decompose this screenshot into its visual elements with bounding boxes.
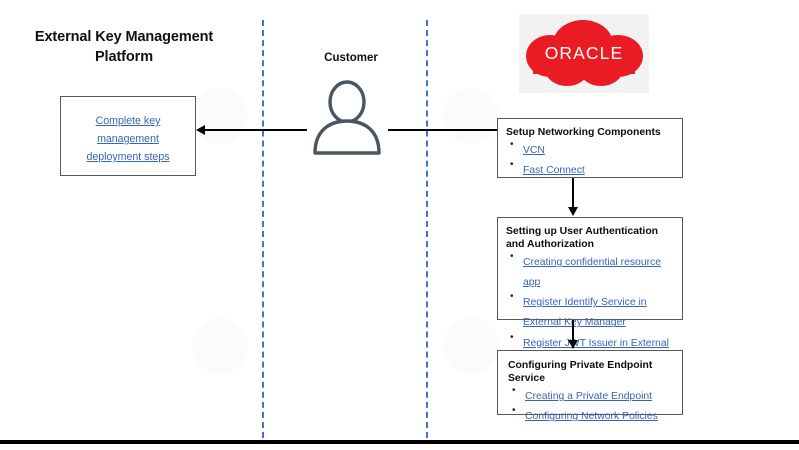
list-item: Register Identify Service in External Ke… [506, 291, 678, 331]
setup-networking-components-links: VCN Fast Connect [506, 139, 676, 179]
swimlane-divider-right [426, 20, 428, 438]
oracle-cloud-logo: ORACLE [519, 14, 649, 93]
watermark-circle [443, 88, 499, 144]
connector-actor-to-platform-box [205, 128, 307, 131]
customer-lane-title: Customer [324, 52, 378, 64]
configuring-private-endpoint-service-links: Creating a Private Endpoint Configuring … [508, 385, 678, 425]
setting-up-user-authentication-title: Setting up User Authentication and Autho… [506, 226, 659, 250]
watermark-circle [192, 88, 248, 144]
watermark-circle [443, 318, 499, 374]
link-configuring-network-policies[interactable]: Configuring Network Policies [525, 411, 658, 423]
oracle-wordmark: ORACLE [545, 43, 624, 63]
connector-box1-to-box2 [572, 178, 574, 208]
complete-key-management-box[interactable]: Complete key management deployment steps [60, 96, 196, 176]
list-item: Creating confidential resource app [506, 251, 678, 291]
link-vcn[interactable]: VCN [523, 145, 545, 156]
arrow-head-to-platform-box [196, 124, 205, 135]
setup-networking-components-box[interactable]: Setup Networking Components VCN Fast Con… [497, 118, 683, 178]
link-fast-connect[interactable]: Fast Connect [523, 165, 585, 177]
link-register-identify-service[interactable]: Register Identify Service in External Ke… [523, 297, 647, 329]
watermark-circle [192, 318, 248, 374]
link-creating-confidential-resource-app[interactable]: Creating confidential resource app [523, 257, 662, 289]
complete-key-management-links: Complete key management deployment steps [61, 97, 195, 165]
person-icon [304, 78, 390, 160]
arrow-head-to-box2 [568, 207, 578, 216]
platform-lane-title: External Key Management Platform [34, 29, 214, 65]
configuring-private-endpoint-service-title: Configuring Private Endpoint Service [508, 360, 653, 384]
connector-box2-to-box3 [572, 320, 574, 341]
bottom-divider [0, 440, 799, 444]
setting-up-user-authentication-box[interactable]: Setting up User Authentication and Autho… [497, 217, 683, 369]
link-deployment-steps[interactable]: deployment steps [86, 151, 170, 164]
configuring-private-endpoint-service-box[interactable]: Configuring Private Endpoint Service Cre… [497, 350, 683, 422]
list-item: Configuring Network Policies [508, 405, 678, 425]
list-item: VCN [506, 139, 676, 159]
setup-networking-components-title: Setup Networking Components [506, 127, 661, 138]
list-item: Creating a Private Endpoint [508, 385, 678, 405]
arrow-head-to-box3 [568, 340, 578, 349]
connector-networking-to-actor [388, 128, 497, 131]
list-item: Fast Connect [506, 159, 676, 179]
link-creating-a-private-endpoint[interactable]: Creating a Private Endpoint [525, 391, 653, 402]
link-complete-key[interactable]: Complete key [95, 115, 161, 127]
swimlane-divider-left [262, 20, 264, 438]
link-management[interactable]: management [97, 133, 159, 146]
